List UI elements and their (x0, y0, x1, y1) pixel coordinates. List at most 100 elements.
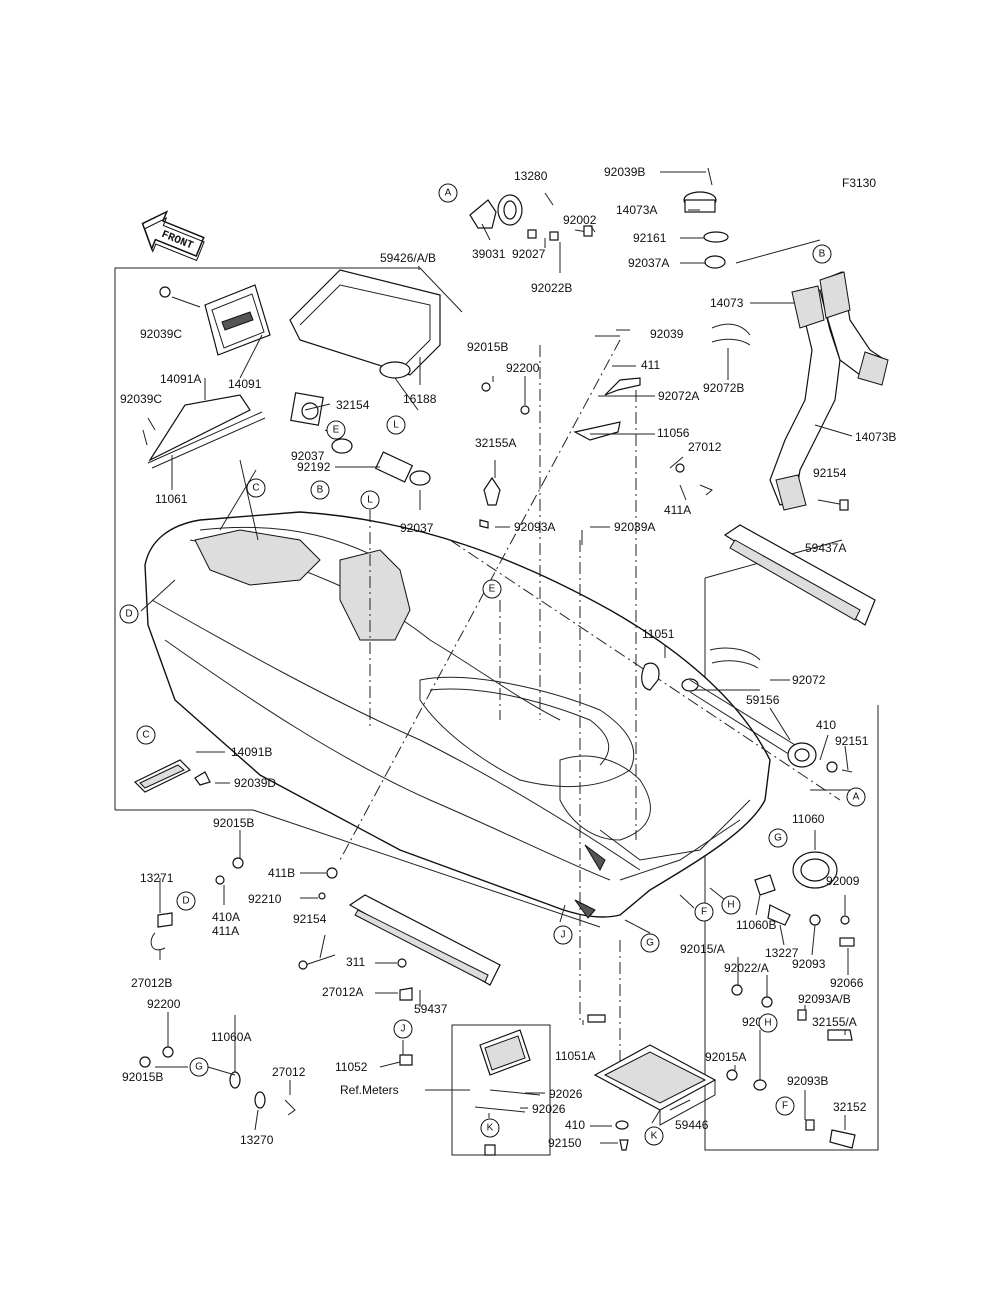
vent-hose-assembly (683, 167, 889, 511)
label-92093AB: 92093A/B (798, 992, 851, 1006)
label-59437: 59437 (414, 1002, 448, 1016)
hull-body (144, 511, 771, 919)
label-92039B: 92039B (604, 165, 645, 179)
label-411A: 411A (664, 503, 691, 517)
label-16188: 16188 (403, 392, 437, 406)
label-92015A-b: 92015A (705, 1050, 746, 1064)
label-92072: 92072 (792, 673, 826, 687)
label-92037-b: 92037 (400, 521, 434, 535)
drain-ring-right (754, 851, 855, 947)
callout-J-mid: J (553, 925, 573, 945)
meter-bracket (451, 1014, 606, 1156)
fasteners-left (139, 857, 338, 1116)
svg-text:B: B (317, 485, 324, 496)
label-92022A: 92022/A (724, 961, 769, 975)
label-11061: 11061 (155, 492, 188, 506)
sponson-right (723, 499, 876, 626)
label-92093B: 92093B (787, 1074, 828, 1088)
sponson-left (348, 894, 501, 1066)
svg-text:E: E (333, 425, 340, 436)
callout-J-low: J (393, 1019, 413, 1039)
svg-text:C: C (142, 730, 149, 741)
label-92072B: 92072B (703, 381, 744, 395)
hand-grip-left (133, 759, 211, 793)
callout-D-left: D (119, 604, 139, 624)
svg-text:H: H (727, 900, 734, 911)
label-92022B: 92022B (531, 281, 572, 295)
label-92026-b: 92026 (532, 1102, 566, 1116)
label-13271: 13271 (140, 871, 174, 885)
callout-E-top: E (326, 420, 346, 440)
callout-C-left: C (136, 725, 156, 745)
label-410-bottom: 410 (565, 1118, 585, 1132)
callout-C-top: C (246, 478, 266, 498)
callout-D-left2: D (176, 891, 196, 911)
label-92039A: 92039A (614, 520, 655, 534)
callout-E-mid: E (482, 579, 502, 599)
svg-text:L: L (393, 420, 399, 431)
callout-G-right: G (768, 828, 788, 848)
svg-text:A: A (853, 792, 860, 803)
label-32155A: 32155A (475, 436, 516, 450)
frame-line (114, 267, 463, 810)
callout-G-mid: G (640, 933, 660, 953)
label-14091A: 14091A (160, 372, 201, 386)
label-11060A: 11060A (211, 1030, 251, 1044)
label-11060B: 11060B (736, 918, 776, 932)
label-11051: 11051 (642, 627, 675, 641)
svg-text:G: G (195, 1062, 203, 1073)
callout-K-right: K (644, 1126, 664, 1146)
svg-text:J: J (561, 930, 566, 941)
label-411B: 411B (268, 866, 295, 880)
svg-text:D: D (125, 609, 132, 620)
label-92027: 92027 (512, 247, 546, 261)
label-32155A-r: 32155/A (812, 1015, 857, 1029)
label-13270: 13270 (240, 1133, 274, 1147)
label-92037A: 92037A (628, 256, 669, 270)
fasteners-right (726, 984, 856, 1149)
svg-text:D: D (182, 896, 189, 907)
label-11060: 11060 (792, 812, 825, 826)
side-panel-left (142, 394, 266, 469)
callout-L-mid: L (360, 490, 380, 510)
svg-text:C: C (252, 483, 259, 494)
label-59426: 59426/A/B (380, 251, 436, 265)
callout-L-top: L (386, 415, 406, 435)
callout-A-top: A (438, 183, 458, 203)
bilge-pipe (641, 647, 853, 773)
svg-text:E: E (489, 584, 496, 595)
label-11051A: 11051A (555, 1049, 595, 1063)
label-92150: 92150 (548, 1136, 582, 1150)
label-411: 411 (641, 358, 660, 372)
part-labels: 92039B 13280 14073A 92002 39031 92027 92… (120, 165, 896, 1150)
callout-F-right: F (775, 1096, 795, 1116)
ride-plate (593, 1044, 717, 1151)
svg-text:B: B (819, 249, 826, 260)
label-92015A-a: 92015/A (680, 942, 725, 956)
label-92093A: 92093A (514, 520, 555, 534)
leader-lines (140, 171, 855, 1144)
label-27012-left: 27012 (272, 1065, 306, 1079)
vent-cap (469, 194, 593, 241)
label-92200-left: 92200 (147, 997, 181, 1011)
callout-K-left: K (480, 1118, 500, 1138)
label-92015B-top: 92015B (467, 340, 508, 354)
front-arrow-icon: FRONT (141, 210, 205, 262)
fuel-line-parts (479, 329, 713, 545)
label-13280: 13280 (514, 169, 548, 183)
label-27012A: 27012A (322, 985, 363, 999)
svg-text:K: K (487, 1123, 494, 1134)
callout-H-mid: H (721, 895, 741, 915)
label-27012-top: 27012 (688, 440, 722, 454)
callout-B-top: B (812, 244, 832, 264)
label-39031: 39031 (472, 247, 506, 261)
label-92093: 92093 (792, 957, 826, 971)
svg-text:G: G (774, 833, 782, 844)
svg-text:K: K (651, 1131, 658, 1142)
label-92026-a: 92026 (549, 1087, 583, 1101)
svg-text:F: F (701, 907, 707, 918)
label-92072A: 92072A (658, 389, 699, 403)
svg-text:A: A (445, 188, 452, 199)
label-92015B-bl: 92015B (122, 1070, 163, 1084)
